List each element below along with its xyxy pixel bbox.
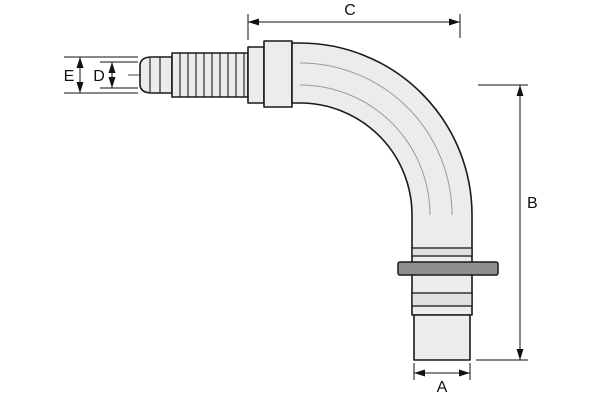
barb-collar-ring xyxy=(247,46,265,104)
seal-band xyxy=(411,292,473,307)
dimension-c: C xyxy=(247,2,461,40)
barb-serrations xyxy=(171,52,249,98)
groove-ring xyxy=(411,247,473,257)
barb-tip xyxy=(139,56,173,94)
lower-pipe-end xyxy=(413,314,471,361)
dimension-label-e: E xyxy=(64,68,75,85)
dimension-d: D xyxy=(93,61,138,89)
dimension-e: E xyxy=(64,56,138,94)
locking-collar xyxy=(397,261,499,276)
dimension-b: B xyxy=(476,84,538,361)
dimension-label-d: D xyxy=(93,68,105,85)
dimension-a: A xyxy=(413,363,471,396)
elbow-surface-lines xyxy=(299,62,453,216)
fitting-body xyxy=(128,40,499,361)
dimension-label-c: C xyxy=(344,2,356,19)
dimension-label-b: B xyxy=(527,195,538,212)
elbow-body xyxy=(291,42,473,316)
barb-collar-flange xyxy=(263,40,293,108)
dimension-label-a: A xyxy=(437,379,448,396)
